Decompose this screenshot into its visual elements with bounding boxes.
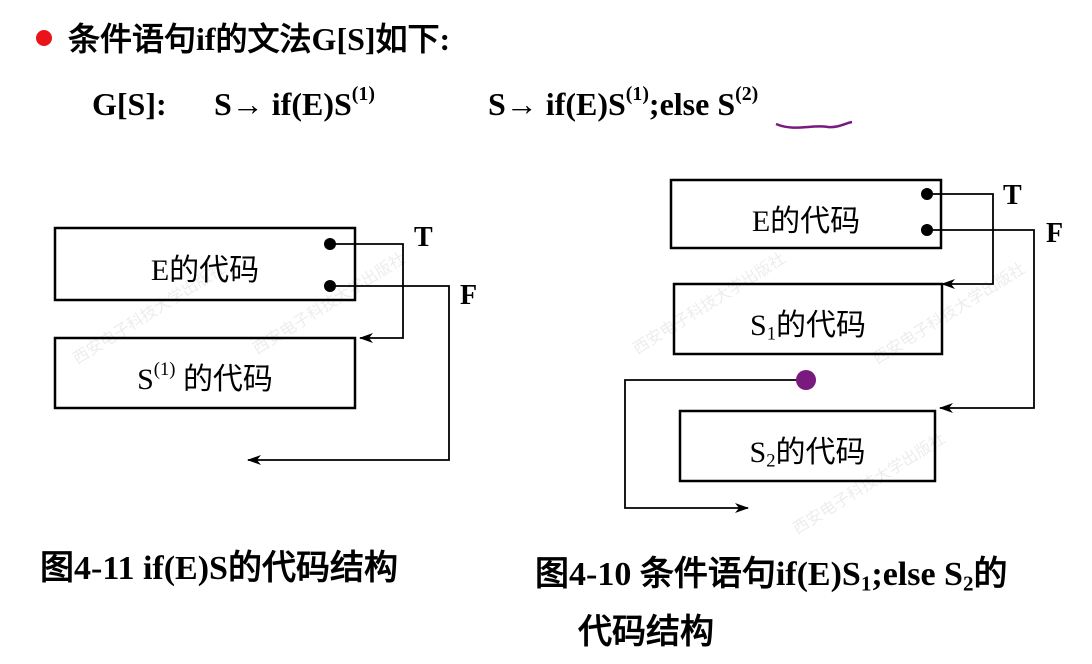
right-false-label: F xyxy=(1046,218,1064,249)
right-true-label: T xyxy=(1003,180,1022,211)
grammar-rule-2: S→ if(E)S(1);else S(2) xyxy=(488,83,759,122)
right-false-arrow xyxy=(927,229,1035,413)
right-box-s1-label: S1的代码 xyxy=(750,309,866,345)
left-true-arrow xyxy=(330,243,404,343)
right-box-s1-code xyxy=(672,282,944,356)
left-box-e-code xyxy=(53,226,357,302)
right-box-e-label: E的代码 xyxy=(751,205,861,238)
right-box-s2-code xyxy=(678,409,937,483)
left-false-arrow xyxy=(247,285,450,465)
left-false-label: F xyxy=(460,280,478,311)
bullet-dot xyxy=(36,30,52,46)
left-box-e-label: E的代码 xyxy=(150,254,260,287)
right-caption-line-1: 图4-10 条件语句if(E)S1;else S2的 xyxy=(535,556,1008,596)
left-true-label: T xyxy=(414,222,433,253)
right-true-arrow xyxy=(927,193,994,289)
slide-heading: 条件语句if的文法G[S]如下: xyxy=(68,21,451,57)
right-box-s2-label: S2的代码 xyxy=(749,436,866,472)
grammar-rule-1: S→ if(E)S(1) xyxy=(214,83,375,122)
right-caption-line-2: 代码结构 xyxy=(578,614,714,651)
right-s1-exit-arrow xyxy=(624,379,806,513)
right-marker-dot xyxy=(796,370,816,390)
left-box-s1-label: S(1) 的代码 xyxy=(137,359,273,396)
right-box-e-code xyxy=(669,178,943,250)
annotation-underline xyxy=(775,120,853,129)
left-caption: 图4-11 if(E)S的代码结构 xyxy=(40,550,398,587)
left-box-s1-code xyxy=(53,336,357,410)
grammar-label: G[S]: xyxy=(92,86,167,122)
